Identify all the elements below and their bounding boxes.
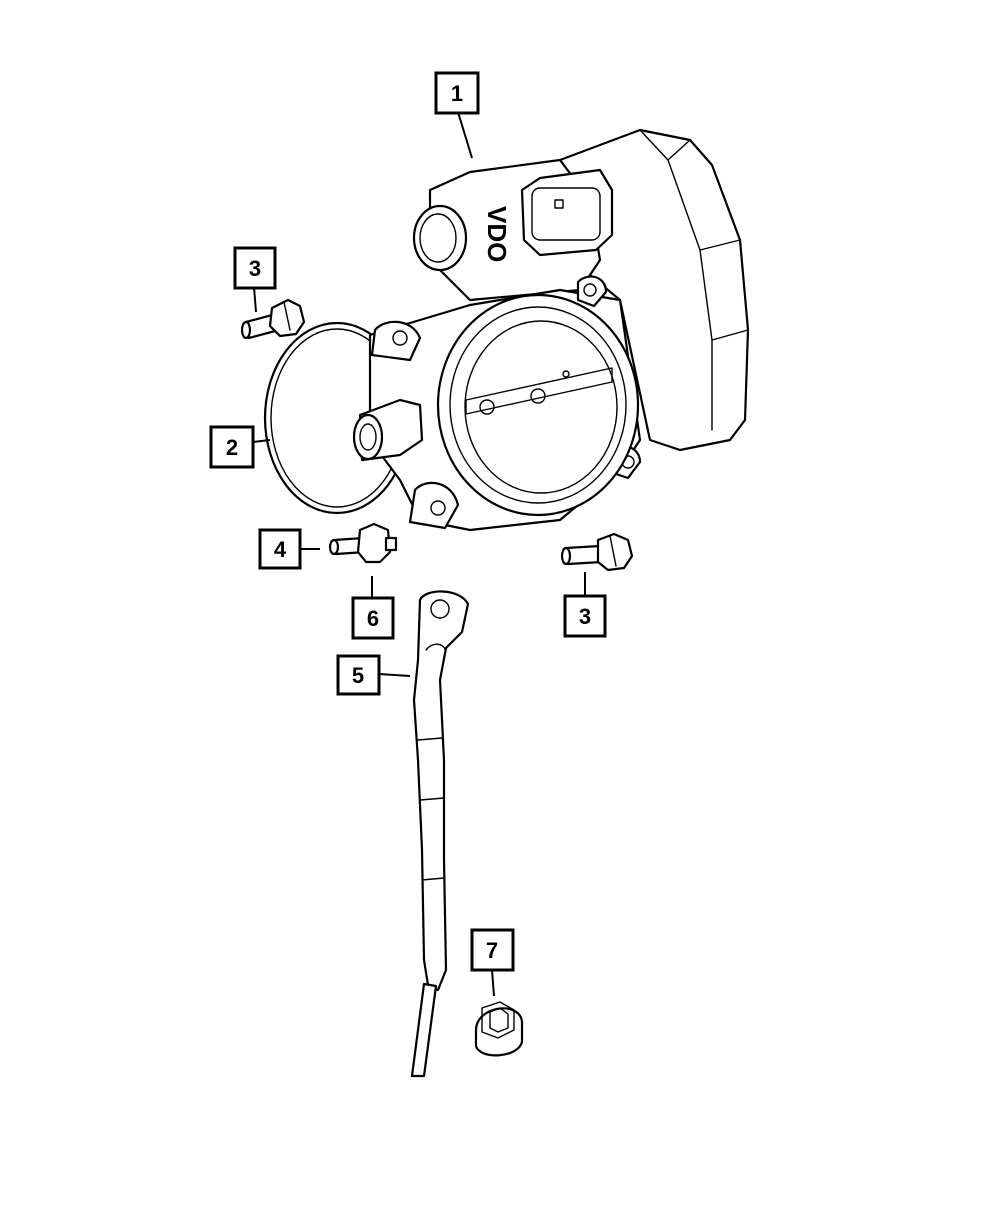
flange-nut xyxy=(474,1001,524,1057)
callout-6-label: 6 xyxy=(367,606,379,631)
stud-bolt xyxy=(328,522,398,564)
callout-2: 2 xyxy=(209,425,255,469)
callout-6: 6 xyxy=(351,596,395,640)
callout-7-label: 7 xyxy=(486,938,498,963)
callout-7: 7 xyxy=(470,928,515,972)
callout-1: 1 xyxy=(434,71,480,115)
callout-3-upper-label: 3 xyxy=(249,256,261,281)
vdo-marking: VDO xyxy=(482,206,512,262)
callout-1-label: 1 xyxy=(451,81,463,106)
bolt-right xyxy=(560,532,634,572)
bolt-upper-left xyxy=(240,298,306,340)
leader-lines xyxy=(252,111,586,997)
throttle-body: VDO xyxy=(352,128,750,532)
callout-3-right-label: 3 xyxy=(579,604,591,629)
callout-5: 5 xyxy=(336,654,381,696)
callout-3-right: 3 xyxy=(563,594,607,638)
callout-2-label: 2 xyxy=(226,435,238,460)
callout-3-upper: 3 xyxy=(233,246,277,290)
callout-5-label: 5 xyxy=(352,663,364,688)
ground-strap xyxy=(410,590,470,1078)
callout-4-label: 4 xyxy=(274,537,287,562)
callout-4: 4 xyxy=(258,528,302,570)
